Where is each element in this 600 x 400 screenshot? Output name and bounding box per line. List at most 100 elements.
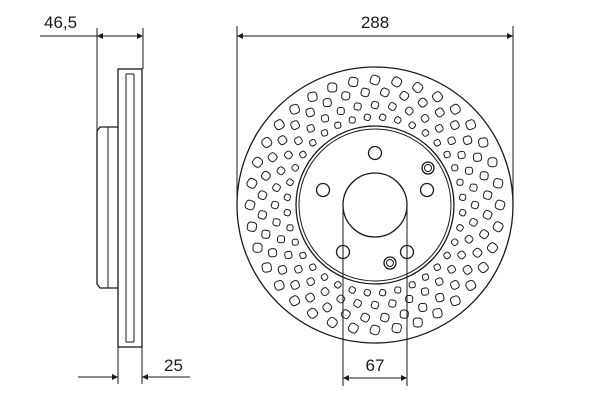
drill-hole [450,120,460,130]
drill-hole [294,136,303,146]
drill-hole [494,199,506,211]
drill-hole [462,264,473,275]
drill-hole [276,166,286,176]
drill-hole [394,286,402,294]
drill-hole [333,280,342,289]
drill-hole [260,170,271,181]
drill-hole [261,262,272,273]
drill-hole [320,273,329,281]
drill-hole [458,193,467,202]
drill-hole [456,223,464,232]
drill-hole [492,178,504,189]
side-profile-view [96,68,143,348]
drill-hole [472,247,483,258]
drill-hole [457,150,466,160]
drill-hole [449,103,461,115]
drill-hole [435,292,445,303]
drill-hole [305,107,315,118]
drill-hole [479,229,490,240]
drill-hole [482,209,493,220]
drill-hole [456,178,464,186]
drill-hole [492,221,504,233]
drill-hole [360,87,370,98]
bolt-holes [315,145,435,260]
drill-hole [267,248,278,258]
drill-hole [348,116,356,124]
drill-hole [299,251,307,260]
drill-hole [291,163,300,172]
drill-hole [420,113,430,123]
drill-hole [469,217,478,227]
drill-hole [347,322,359,334]
drill-hole [326,316,338,329]
drill-hole [464,166,473,175]
drill-hole [378,113,387,122]
drill-hole [408,121,417,130]
drill-hole [465,119,477,131]
drill-hole [393,116,402,124]
drill-hole [348,76,359,88]
drill-hole [434,107,445,118]
drill-hole [447,136,456,146]
drill-hole [283,150,293,160]
drill-hole [405,294,414,303]
drill-hole [477,261,489,274]
drill-hole [360,312,371,323]
drill-hole [289,103,301,115]
drill-hole [257,210,268,220]
drill-hole [449,295,461,307]
drill-hole [443,251,451,260]
drill-hole [363,113,372,122]
drill-hole [469,183,478,192]
drill-hole [399,309,409,319]
drill-hole [478,137,489,148]
drill-hole [291,238,299,246]
drill-hole [308,138,317,147]
drill-hole [299,150,307,159]
drill-hole [272,183,281,193]
drill-hole [387,102,397,111]
front-view [236,66,514,344]
drill-hole [391,76,403,88]
drill-hole [257,190,268,201]
bore-dimension: 67 [342,205,408,386]
drill-hole [457,250,467,260]
drill-hole [320,287,330,297]
drill-hole [479,171,489,181]
drill-hole [246,177,258,189]
drill-hole [294,264,303,274]
drill-hole [458,208,467,217]
drill-hole [306,307,319,319]
drill-hole [363,288,372,297]
drill-hole [482,190,493,200]
drill-hole [462,135,473,145]
drill-hole [447,264,456,274]
drill-hole [322,302,333,313]
drill-hole [470,200,480,210]
drill-hole [273,119,285,131]
drill-hole [464,234,474,244]
thickness-label: 25 [164,356,183,375]
locating-holes [383,161,435,270]
drill-hole [418,302,428,313]
drill-hole [277,135,288,146]
drill-hole [334,121,342,129]
drill-hole [420,287,430,296]
drill-hole [353,299,363,308]
drill-hole [336,107,345,116]
drill-hole [320,129,329,137]
drill-hole [412,317,423,328]
drill-hole [465,279,477,291]
diameter-dimension: 288 [236,13,514,205]
drill-hole [252,242,263,253]
drill-hole [443,150,451,159]
drill-hole [251,156,264,168]
drill-hole [486,242,499,254]
drill-hole [380,312,390,323]
drill-hole [450,238,459,247]
drill-hole [305,292,316,303]
drill-hole [353,102,362,111]
drill-hole [370,100,380,110]
drill-hole [412,81,424,94]
